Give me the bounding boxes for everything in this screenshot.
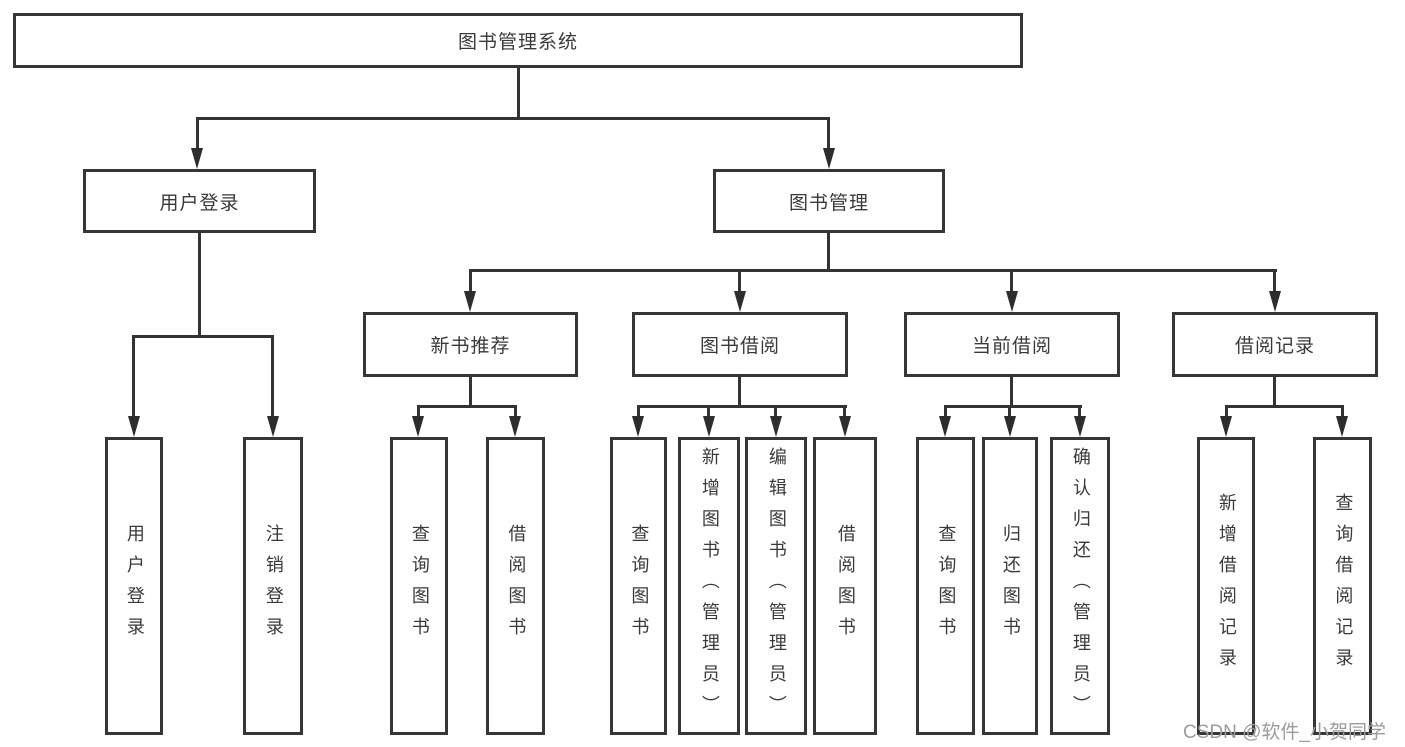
arrowhead-down [1006, 291, 1018, 312]
arrowhead-down [734, 291, 746, 312]
connector-book-borrow-stem [738, 375, 741, 407]
connector-drop-leaf [132, 335, 135, 418]
connector-root-bar [196, 117, 830, 120]
arrowhead-down [823, 148, 835, 169]
node-current-borrow-label: 当前借阅 [971, 336, 1052, 357]
connector-drop-leaf [514, 405, 517, 418]
node-user-login: 用户登录 [83, 169, 316, 233]
connector-new-book-bar [417, 405, 517, 408]
connector-book-management-stem [827, 232, 830, 271]
leaf-label: 查询图书 [409, 524, 430, 648]
leaf-query-book-current: 查询图书 [916, 437, 975, 735]
connector-current-borrow-bar [944, 405, 1082, 408]
arrowhead-down [839, 416, 851, 437]
arrowhead-down [191, 148, 203, 169]
arrowhead-down [632, 416, 644, 437]
node-borrow-record-label: 借阅记录 [1234, 336, 1315, 357]
leaf-query-borrow-record: 查询借阅记录 [1313, 437, 1372, 735]
node-book-borrow-label: 图书借阅 [699, 336, 780, 357]
leaf-label: 新增借阅记录 [1216, 493, 1237, 679]
connector-drop-leaf [774, 405, 777, 418]
connector-drop-borrow-record [1273, 269, 1276, 293]
connector-drop-leaf [417, 405, 420, 418]
leaf-label: 借阅图书 [835, 524, 856, 648]
leaf-borrow-book: 借阅图书 [813, 437, 877, 735]
connector-drop-leaf [1225, 405, 1228, 418]
node-root-label: 图书管理系统 [457, 32, 578, 53]
leaf-label: 查询借阅记录 [1333, 493, 1354, 679]
arrowhead-down [509, 416, 521, 437]
connector-drop-leaf [1008, 405, 1011, 418]
connector-book-management-bar [469, 269, 1277, 272]
leaf-label: 归还图书 [1000, 524, 1021, 648]
arrowhead-down [1220, 416, 1232, 437]
arrowhead-down [703, 416, 715, 437]
leaf-label: 确认归还（管理员） [1070, 446, 1091, 726]
leaf-label: 借阅图书 [506, 524, 527, 648]
leaf-edit-book-admin: 编辑图书（管理员） [745, 437, 807, 735]
node-user-login-label: 用户登录 [159, 192, 240, 214]
leaf-add-book-admin: 新增图书（管理员） [678, 437, 740, 735]
arrowhead-down [1269, 291, 1281, 312]
leaf-label: 查询图书 [936, 524, 957, 648]
connector-book-borrow-bar [637, 405, 847, 408]
connector-root-stem [517, 68, 520, 119]
connector-drop-user-login [196, 117, 199, 150]
arrowhead-down [412, 416, 424, 437]
node-book-management: 图书管理 [713, 169, 945, 233]
connector-borrow-record-bar [1225, 405, 1344, 408]
arrowhead-down [770, 416, 782, 437]
csdn-watermark: CSDN @软件_小贺同学 [1183, 722, 1386, 743]
connector-drop-leaf [843, 405, 846, 418]
connector-drop-leaf [944, 405, 947, 418]
connector-user-login-bar [132, 335, 274, 338]
connector-drop-leaf [637, 405, 640, 418]
leaf-label: 注销登录 [263, 524, 284, 648]
node-new-book-recommend-label: 新书推荐 [430, 336, 511, 357]
leaf-confirm-return-admin: 确认归还（管理员） [1050, 437, 1110, 735]
node-book-borrow: 图书借阅 [632, 312, 848, 377]
leaf-borrow-book-recommend: 借阅图书 [486, 437, 545, 735]
connector-drop-book-borrow [738, 269, 741, 293]
node-borrow-record: 借阅记录 [1172, 312, 1378, 377]
arrowhead-down [464, 291, 476, 312]
node-new-book-recommend: 新书推荐 [363, 312, 578, 377]
leaf-query-book-recommend: 查询图书 [390, 437, 448, 735]
connector-borrow-record-stem [1273, 375, 1276, 407]
connector-user-login-stem [198, 232, 201, 336]
leaf-user-login: 用户登录 [105, 437, 163, 735]
arrowhead-down [128, 416, 140, 437]
node-current-borrow: 当前借阅 [904, 312, 1120, 377]
connector-drop-current-borrow [1010, 269, 1013, 293]
connector-drop-leaf [271, 335, 274, 418]
arrowhead-down [939, 416, 951, 437]
node-root: 图书管理系统 [13, 13, 1023, 68]
leaf-label: 新增图书（管理员） [699, 446, 720, 726]
leaf-query-book-borrow: 查询图书 [610, 437, 667, 735]
arrowhead-down [1004, 416, 1016, 437]
arrowhead-down [1336, 416, 1348, 437]
leaf-label: 编辑图书（管理员） [766, 446, 787, 726]
leaf-return-book: 归还图书 [982, 437, 1038, 735]
leaf-label: 用户登录 [124, 524, 145, 648]
connector-drop-leaf [707, 405, 710, 418]
connector-drop-leaf [1078, 405, 1081, 418]
node-book-management-label: 图书管理 [788, 192, 869, 214]
connector-current-borrow-stem [1010, 375, 1013, 407]
leaf-label: 查询图书 [629, 524, 650, 648]
connector-drop-new-book [469, 269, 472, 293]
connector-drop-book-management [827, 117, 830, 150]
arrowhead-down [267, 416, 279, 437]
connector-new-book-stem [469, 375, 472, 407]
leaf-logout: 注销登录 [243, 437, 303, 735]
connector-drop-leaf [1341, 405, 1344, 418]
arrowhead-down [1074, 416, 1086, 437]
leaf-add-borrow-record: 新增借阅记录 [1197, 437, 1255, 735]
